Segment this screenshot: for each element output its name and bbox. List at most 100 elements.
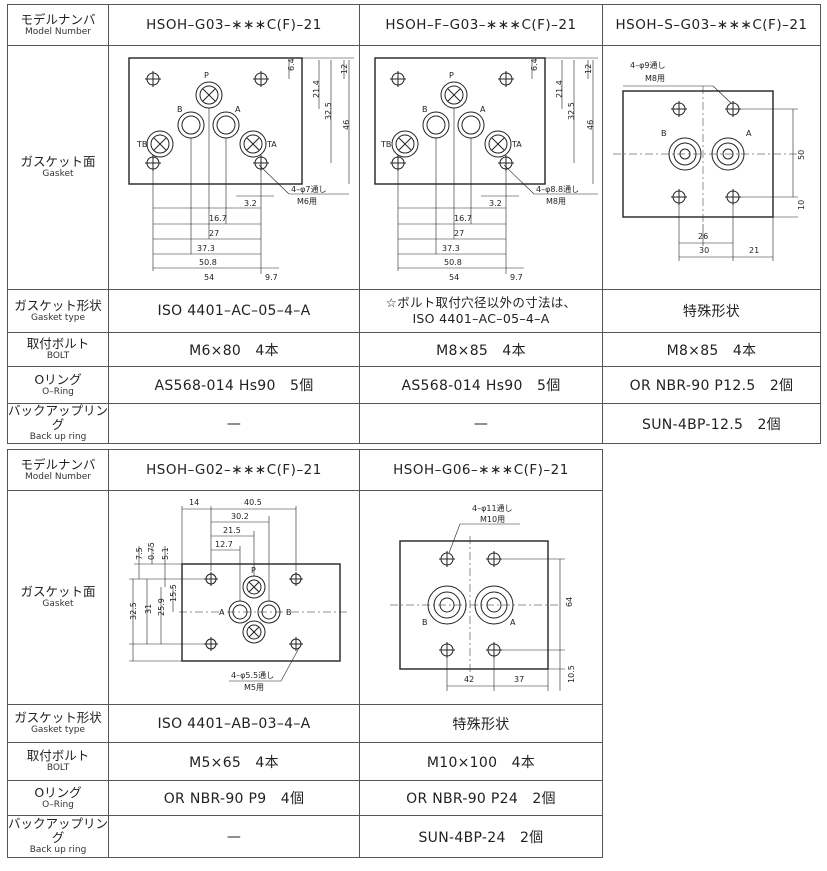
oring-label-jp: Oリング	[34, 784, 82, 800]
dim-16-7: 16.7	[454, 214, 472, 223]
dim-14: 14	[189, 498, 199, 507]
dim-30-2: 30.2	[231, 512, 249, 521]
dim-27: 27	[209, 229, 219, 238]
gasket-label-jp: ガスケット面	[20, 584, 96, 599]
gasket-type-g03f: ☆ボルト取付穴径以外の寸法は、 ISO 4401–AC–05–4–A	[359, 289, 603, 333]
gasket-label: ガスケット面 Gasket	[7, 490, 109, 705]
hole-note: 4–φ9通し	[630, 60, 665, 70]
gasket-type-label-en: Gasket type	[30, 312, 86, 323]
gasket-drawing-g03s: 4–φ9通し M8用 B A 50 10 26 30 21	[602, 45, 821, 290]
bolt-g03f: M8×85 4本	[359, 332, 603, 367]
dim-21-4: 21.4	[555, 80, 564, 98]
hole-note: 4–φ5.5通し	[231, 670, 274, 680]
oring-g03f: AS568-014 Hs90 5個	[359, 366, 603, 404]
bolt-g03: M6×80 4本	[108, 332, 360, 367]
oring-label-en: O–Ring	[42, 799, 74, 810]
bolt-g02: M5×65 4本	[108, 742, 360, 781]
dim-9-7: 9.7	[265, 273, 278, 282]
gasket-type-label: ガスケット形状 Gasket type	[7, 289, 109, 333]
drawing-g02: P A B 14 40.5 30.2 21.5 12.7 7.5 0.75 5.…	[129, 498, 349, 692]
dim-12: 12	[340, 64, 349, 74]
gasket-type-g06: 特殊形状	[359, 704, 603, 743]
bolt-label-jp: 取付ボルト	[26, 336, 90, 351]
bolt-label: 取付ボルト BOLT	[7, 742, 109, 781]
port-a-label: A	[235, 105, 241, 114]
dim-7-5: 7.5	[135, 547, 144, 560]
gasket-type-g03s: 特殊形状	[602, 289, 821, 333]
top-spec-table: モデルナンバ Model Number HSOH–G03–∗∗∗C(F)–21 …	[7, 4, 821, 444]
port-ta-label: TA	[511, 140, 522, 149]
oring-label: Oリング O–Ring	[7, 780, 109, 816]
port-b-label: B	[661, 129, 667, 138]
drawing-g03: P B A TB TA 6.4 12 21.4 32.5 46 3.2 16.7…	[128, 57, 354, 282]
gasket-type-label-en: Gasket type	[30, 725, 86, 735]
dim-37-3: 37.3	[197, 244, 215, 253]
oring-g03: AS568-014 Hs90 5個	[108, 366, 360, 404]
gasket-type-note: ☆ボルト取付穴径以外の寸法は、	[385, 295, 577, 310]
dim-50-8: 50.8	[199, 258, 217, 267]
port-tb-label: TB	[136, 140, 147, 149]
dim-12-7: 12.7	[215, 540, 233, 549]
model-label-en: Model Number	[24, 26, 92, 37]
dim-21: 21	[749, 246, 759, 255]
oring-label: Oリング O–Ring	[7, 366, 109, 404]
dim-21-4: 21.4	[312, 80, 321, 98]
dim-26: 26	[698, 232, 708, 241]
dim-31: 31	[144, 604, 153, 614]
model-number-label: モデルナンバ Model Number	[7, 4, 109, 46]
oring-g02: OR NBR-90 P9 4個	[108, 780, 360, 816]
bolt-label-en: BOLT	[46, 763, 70, 773]
backup-g02: —	[108, 815, 360, 858]
backup-label: バックアップリング Back up ring	[7, 403, 109, 444]
dim-25-9: 25.9	[157, 598, 166, 616]
model-label-en: Model Number	[24, 471, 92, 482]
dim-30: 30	[699, 246, 709, 255]
dim-32-5: 32.5	[567, 102, 576, 120]
dim-50-8: 50.8	[444, 258, 462, 267]
hole-note: 4–φ7通し	[291, 184, 326, 194]
bottom-spec-table: モデルナンバ Model Number HSOH–G02–∗∗∗C(F)–21 …	[7, 449, 603, 858]
bolt-label: 取付ボルト BOLT	[7, 332, 109, 367]
dim-5-1: 5.1	[161, 547, 170, 560]
dim-15-5: 15.5	[169, 584, 178, 602]
port-p-label: P	[204, 71, 209, 80]
model-label-jp: モデルナンバ	[20, 456, 96, 472]
backup-g03f: —	[359, 403, 603, 444]
bolt-g03s: M8×85 4本	[602, 332, 821, 367]
dim-0-75: 0.75	[147, 542, 156, 560]
dim-12: 12	[584, 64, 593, 74]
gasket-label-en: Gasket	[42, 169, 74, 179]
dim-46: 46	[586, 120, 595, 130]
dim-9-7: 9.7	[510, 273, 523, 282]
backup-g06: SUN-4BP-24 2個	[359, 815, 603, 858]
gasket-drawing-g03f: P B A TB TA 6.4 12 21.4 32.5 46 3.2 16.7…	[359, 45, 603, 290]
dim-32-5: 32.5	[324, 102, 333, 120]
dim-54: 54	[204, 273, 214, 282]
backup-label: バックアップリング Back up ring	[7, 815, 109, 858]
model-g06: HSOH–G06–∗∗∗C(F)–21	[359, 449, 603, 491]
hole-note: 4–φ11通し	[472, 503, 513, 513]
gasket-type-label: ガスケット形状 Gasket type	[7, 704, 109, 743]
model-label-jp: モデルナンバ	[20, 11, 96, 27]
dim-37: 37	[514, 675, 524, 684]
bolt-label-en: BOLT	[46, 351, 70, 361]
drawing-g03s: 4–φ9通し M8用 B A 50 10 26 30 21	[613, 60, 806, 261]
backup-g03s: SUN-4BP-12.5 2個	[602, 403, 821, 444]
port-b-label: B	[422, 105, 428, 114]
model-number-label: モデルナンバ Model Number	[7, 449, 109, 491]
port-p-label: P	[449, 71, 454, 80]
model-g03f: HSOH–F–G03–∗∗∗C(F)–21	[359, 4, 603, 46]
gasket-label-en: Gasket	[42, 599, 74, 609]
port-ta-label: TA	[266, 140, 277, 149]
drawing-g06: 4–φ11通し M10用 B A 64 42 37 10.5	[390, 503, 576, 691]
gasket-type-g03: ISO 4401–AC–05–4–A	[108, 289, 360, 333]
dim-21-5: 21.5	[223, 526, 241, 535]
port-b-label: B	[177, 105, 183, 114]
model-g02: HSOH–G02–∗∗∗C(F)–21	[108, 449, 360, 491]
dim-40-5: 40.5	[244, 498, 262, 507]
dim-10: 10	[797, 200, 806, 210]
backup-label-en: Back up ring	[29, 432, 87, 442]
port-a-label: A	[746, 129, 752, 138]
dim-46: 46	[342, 120, 351, 130]
bolt-note: M5用	[244, 683, 264, 692]
